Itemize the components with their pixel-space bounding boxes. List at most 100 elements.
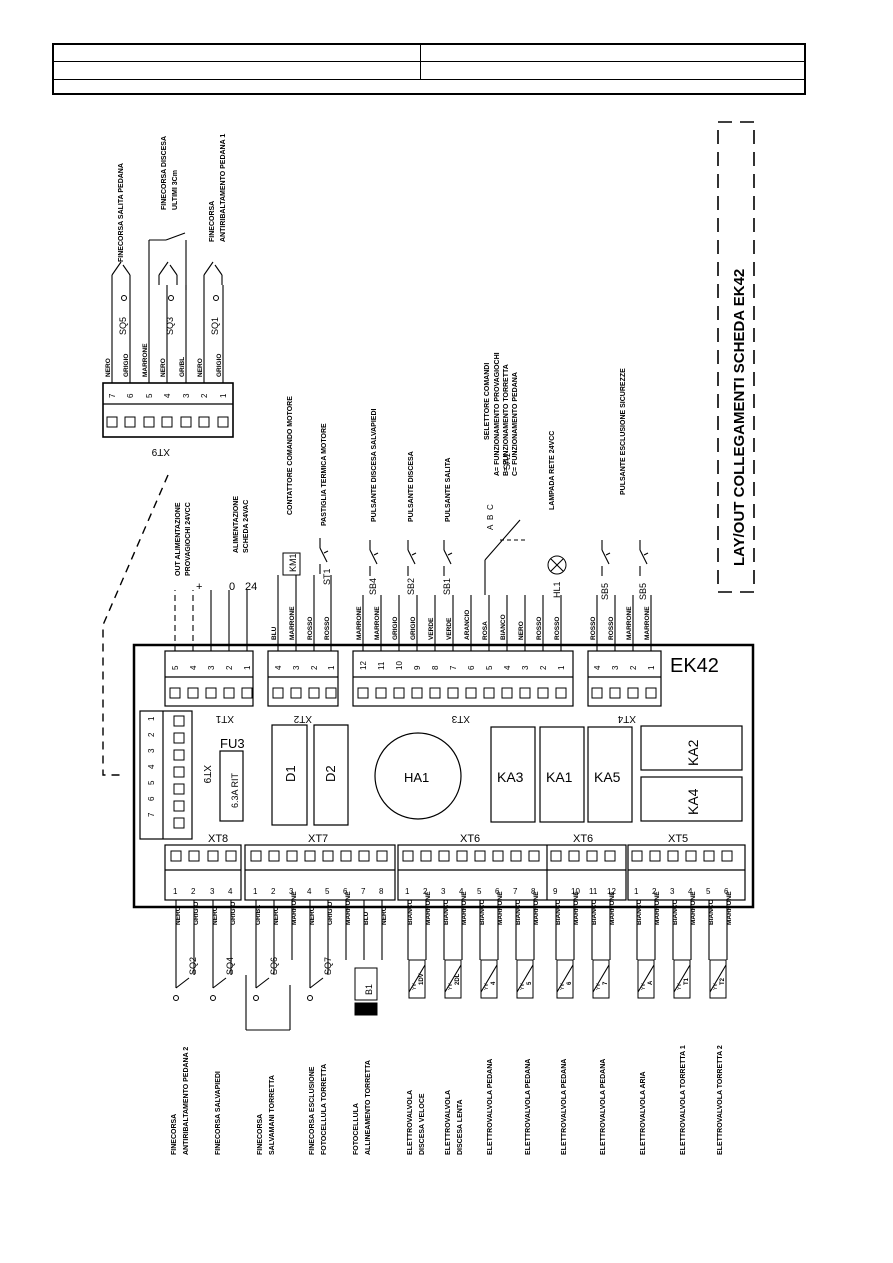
d1-label: D1 bbox=[283, 765, 298, 782]
xt4-terminal bbox=[645, 687, 657, 699]
xt9-board-terminal bbox=[173, 749, 185, 761]
xt4-pin-label: 3 bbox=[611, 665, 620, 670]
xt7-wire-label: GR/BL bbox=[255, 905, 262, 925]
xt4-connector bbox=[587, 650, 662, 707]
bottom-desc: FINECORSA bbox=[171, 1114, 178, 1155]
xt3-desc: PULSANTE DISCESA SALVAPIEDI bbox=[371, 409, 378, 522]
xt7-wire-label: GRIGIO bbox=[327, 902, 334, 925]
bottom-desc: FOTOCELLULA bbox=[353, 1103, 360, 1155]
xt3-terminal bbox=[501, 687, 513, 699]
d2-label: D2 bbox=[323, 765, 338, 782]
xt9-desc: FINECORSA DISCESA bbox=[161, 136, 168, 210]
xt5-pin-label: 2 bbox=[652, 887, 657, 896]
xt9-board-name: XT9 bbox=[201, 765, 212, 784]
st1-label: ST1 bbox=[322, 568, 332, 585]
xt4-terminal bbox=[609, 687, 621, 699]
xt5-connector bbox=[627, 844, 746, 901]
xt5-name: XT5 bbox=[668, 833, 688, 845]
xt7-terminal bbox=[286, 850, 298, 862]
xt9-board-pin: 2 bbox=[147, 732, 156, 737]
solenoid-valve bbox=[408, 959, 426, 999]
xt9-desc: FINECORSA bbox=[209, 201, 216, 242]
xt8-device-id: SQ2 bbox=[188, 957, 198, 975]
push-switch bbox=[407, 549, 416, 565]
xt4-wire-label: ROSSO bbox=[608, 617, 615, 640]
push-switch bbox=[443, 549, 452, 565]
xt7-pin-label: 4 bbox=[307, 887, 312, 896]
xt8-terminal bbox=[207, 850, 219, 862]
xt2-terminal bbox=[272, 687, 284, 699]
xt6-name-2: XT6 bbox=[573, 833, 593, 845]
switch-contact bbox=[253, 995, 259, 1001]
xt9-device-id: SQ5 bbox=[118, 317, 128, 335]
xt2-pin-label: 4 bbox=[274, 665, 283, 670]
valve-id: 7 bbox=[603, 981, 609, 985]
switch-contact bbox=[121, 295, 127, 301]
switch-contact bbox=[168, 295, 174, 301]
sb5-switch bbox=[643, 552, 649, 556]
xt6-pin-label: 3 bbox=[441, 887, 446, 896]
xt9-board-terminal bbox=[173, 783, 185, 795]
xt4-wire-label: MARRONE bbox=[626, 606, 633, 640]
xt9-pin-label: 6 bbox=[126, 393, 135, 398]
xt9-board-pin: 3 bbox=[147, 748, 156, 753]
xt2-name: XT2 bbox=[293, 713, 312, 724]
xt3-connector bbox=[352, 650, 574, 707]
xt9-terminal bbox=[106, 416, 118, 428]
relay-ka1 bbox=[539, 726, 585, 823]
bottom-desc: ANTIRIBALTAMENTO PEDANA 2 bbox=[183, 1047, 190, 1155]
xt3-wire-label: VERDE bbox=[446, 617, 453, 640]
xt7-pin-label: 6 bbox=[343, 887, 348, 896]
xt2-terminal bbox=[290, 687, 302, 699]
xt3-pin-label: 11 bbox=[377, 661, 386, 670]
valve-code: YV bbox=[520, 983, 526, 990]
xt9-wire-label: NERO bbox=[197, 358, 204, 377]
xt9-terminal bbox=[124, 416, 136, 428]
xt9-desc: ANTIRIBALTAMENTO PEDANA 1 bbox=[220, 134, 227, 242]
xt3-pin-label: 2 bbox=[539, 665, 548, 670]
ka1-label: KA1 bbox=[546, 769, 573, 785]
hl1-desc: LAMPADA RETE 24VCC bbox=[549, 431, 556, 510]
xt4-desc: PULSANTE ESCLUSIONE SICUREZZE bbox=[620, 368, 627, 495]
xt8-terminal bbox=[188, 850, 200, 862]
xt1-pin-label: 1 bbox=[243, 665, 252, 670]
xt6-wire-label: BIANCO bbox=[407, 899, 414, 925]
xt9-board-pin: 4 bbox=[147, 764, 156, 769]
sa1-pos: C bbox=[486, 504, 495, 510]
xt3-pin-label: 10 bbox=[395, 661, 404, 670]
valve-slash bbox=[637, 964, 655, 993]
valve-code: YV bbox=[448, 983, 454, 990]
xt3-pin-label: 1 bbox=[557, 665, 566, 670]
xt9-board-terminal bbox=[173, 800, 185, 812]
xt3-terminal bbox=[555, 687, 567, 699]
xt7-pin-label: 2 bbox=[271, 887, 276, 896]
xt1-desc: ALIMENTAZIONE bbox=[233, 496, 240, 553]
xt4-terminal bbox=[627, 687, 639, 699]
xt7-terminal bbox=[268, 850, 280, 862]
xt9-pin-label: 3 bbox=[182, 393, 191, 398]
xt7-terminal bbox=[358, 850, 370, 862]
xt3-terminal bbox=[537, 687, 549, 699]
xt9-pin-label: 4 bbox=[163, 393, 172, 398]
xt3-wire-label: MARRONE bbox=[356, 606, 363, 640]
xt9-desc: ULTIMI 3Cm bbox=[172, 170, 179, 210]
coil-km1 bbox=[282, 552, 301, 576]
switch-contact bbox=[210, 995, 216, 1001]
xt8-name: XT8 bbox=[208, 833, 228, 845]
xt1-desc: PROVAGIOCHI 24VCC bbox=[185, 502, 192, 576]
xt8-wire-label: GRIGIO bbox=[193, 902, 200, 925]
bottom-desc: ELETTROVALVOLA PEDANA bbox=[561, 1059, 568, 1155]
xt9-connector bbox=[102, 382, 234, 438]
xt3-device-id: SB2 bbox=[406, 578, 416, 595]
xt3-terminal bbox=[429, 687, 441, 699]
xt7-terminal bbox=[304, 850, 316, 862]
xt5-wire-label: MARRONE bbox=[726, 891, 733, 925]
valve-slash bbox=[408, 964, 426, 993]
valve-code: YV bbox=[677, 983, 683, 990]
xt4-wire-label: MARRONE bbox=[644, 606, 651, 640]
diode-d1 bbox=[271, 724, 308, 826]
xt6-wire-label: MARRONE bbox=[609, 891, 616, 925]
xt9-link-arrow bbox=[102, 474, 169, 776]
xt8-connector bbox=[164, 844, 242, 901]
xt2-terminal bbox=[325, 687, 337, 699]
